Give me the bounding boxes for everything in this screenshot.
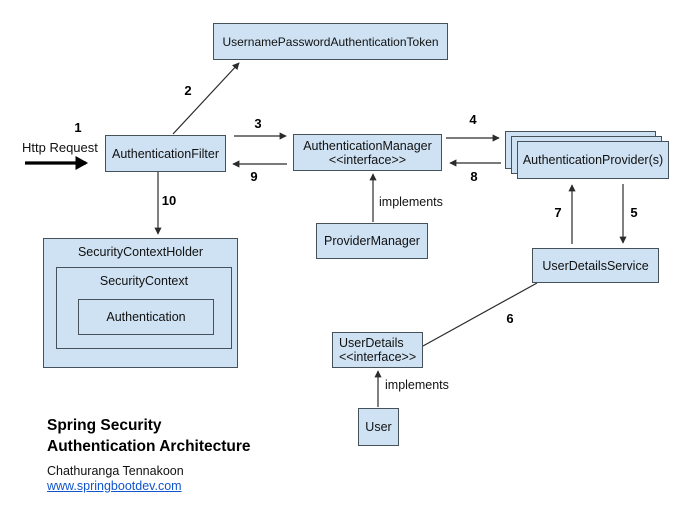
diagram-title-line1: Spring Security — [47, 417, 162, 434]
edge-2-filter-to-token — [172, 62, 240, 135]
node-label: UserDetails — [339, 336, 404, 350]
node-stereotype: <<interface>> — [339, 350, 417, 364]
node-authentication-providers: AuthenticationProvider(s) — [517, 141, 669, 179]
node-authentication-manager: AuthenticationManager <<interface>> — [293, 134, 442, 171]
node-security-context-holder: SecurityContextHolder SecurityContext Au… — [43, 238, 238, 368]
edge-label-2: 2 — [184, 83, 192, 98]
node-user-details-service: UserDetailsService — [532, 248, 659, 283]
implements-label-user: implements — [385, 378, 449, 392]
node-authentication: Authentication — [78, 299, 214, 335]
edge-label-3: 3 — [254, 116, 262, 131]
http-request-label: Http Request — [22, 140, 98, 155]
edge-label-1: 1 — [74, 120, 82, 135]
diagram-title-line2: Authentication Architecture — [47, 438, 251, 455]
node-label: AuthenticationManager — [303, 138, 432, 153]
author-name: Chathuranga Tennakoon — [47, 464, 184, 478]
node-provider-manager: ProviderManager — [316, 223, 428, 259]
node-label: Authentication — [106, 310, 186, 324]
diagram-title: Spring Security Authentication Architect… — [47, 415, 251, 457]
node-authentication-filter: AuthenticationFilter — [105, 135, 226, 172]
node-label: AuthenticationFilter — [111, 146, 219, 161]
node-label: UsernamePasswordAuthenticationToken — [222, 34, 439, 49]
node-username-password-authentication-token: UsernamePasswordAuthenticationToken — [213, 23, 448, 60]
node-security-context: SecurityContext Authentication — [56, 267, 232, 349]
edge-label-7: 7 — [554, 205, 562, 220]
edge-6-userdetails-to-uds — [422, 282, 538, 347]
node-label: UserDetailsService — [542, 258, 649, 273]
node-label: AuthenticationProvider(s) — [522, 153, 664, 167]
edge-label-5: 5 — [630, 205, 638, 220]
implements-label-provider-manager: implements — [379, 195, 443, 209]
edge-label-8: 8 — [470, 169, 478, 184]
node-user-details: UserDetails <<interface>> — [332, 332, 423, 368]
edge-label-10: 10 — [161, 193, 177, 208]
node-label: ProviderManager — [324, 234, 420, 248]
node-label: SecurityContext — [99, 274, 189, 288]
edge-label-4: 4 — [469, 112, 477, 127]
edge-label-6: 6 — [506, 311, 514, 326]
edge-label-9: 9 — [250, 169, 258, 184]
node-label: User — [365, 420, 392, 434]
node-label: SecurityContextHolder — [77, 245, 204, 259]
node-user: User — [358, 408, 399, 446]
website-link[interactable]: www.springbootdev.com — [47, 479, 182, 493]
node-stereotype: <<interface>> — [328, 152, 407, 167]
